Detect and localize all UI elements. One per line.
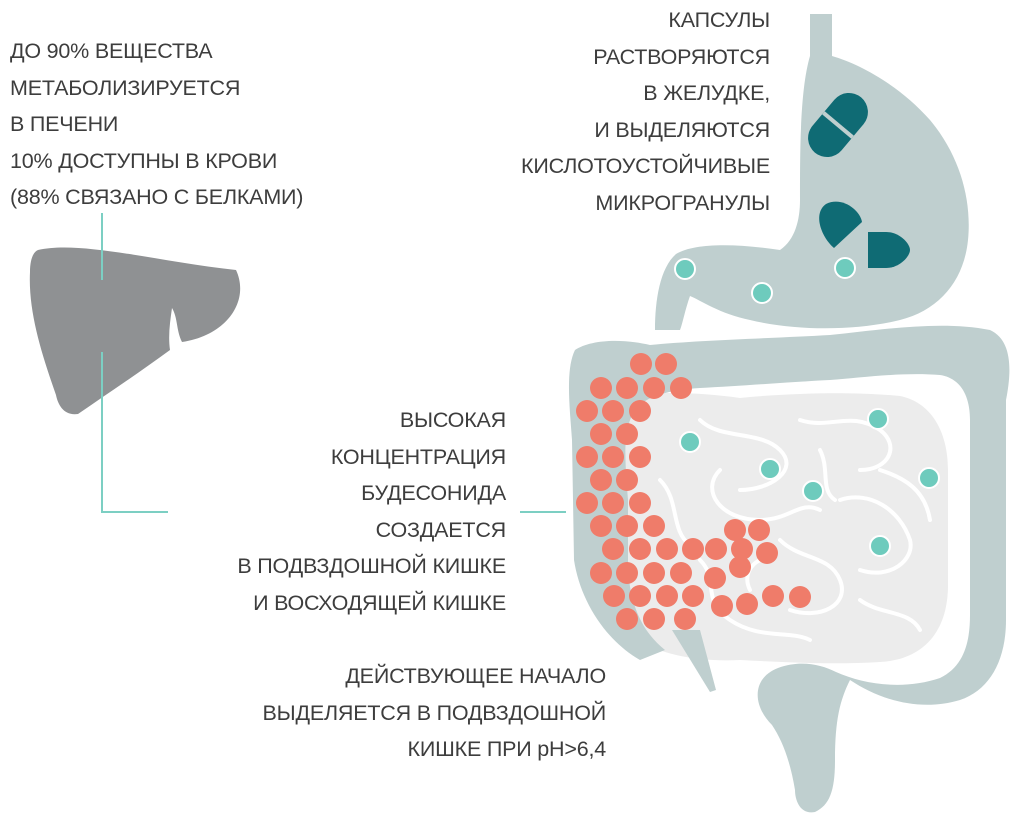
liver-icon [30, 247, 240, 414]
microgranule-dot [680, 432, 700, 452]
budesonide-dot [670, 377, 692, 399]
budesonide-dot [590, 423, 612, 445]
budesonide-dot [704, 567, 726, 589]
budesonide-dot [629, 538, 651, 560]
microgranule-dot [919, 468, 939, 488]
concentration-annotation-line: ВЫСОКАЯ [237, 402, 506, 439]
microgranule-dot [752, 283, 772, 303]
budesonide-dot [643, 377, 665, 399]
budesonide-dot [602, 492, 624, 514]
capsules-annotation-line: КИСЛОТОУСТОЙЧИВЫЕ [521, 148, 770, 185]
budesonide-dot [629, 492, 651, 514]
microgranule-dot [803, 481, 823, 501]
release-annotation-line: КИШКЕ ПРИ pH>6,4 [263, 731, 607, 768]
budesonide-dot [576, 446, 598, 468]
liver-annotation-line: ДО 90% ВЕЩЕСТВА [10, 33, 303, 70]
budesonide-dot [762, 585, 784, 607]
budesonide-dot [711, 595, 733, 617]
budesonide-dot [724, 519, 746, 541]
budesonide-dot [656, 538, 678, 560]
budesonide-dot [616, 423, 638, 445]
budesonide-dot [590, 515, 612, 537]
microgranule-dot [675, 259, 695, 279]
budesonide-dot [736, 593, 758, 615]
liver-annotation-line: 10% ДОСТУПНЫ В КРОВИ [10, 143, 303, 180]
concentration-annotation-line: КОНЦЕНТРАЦИЯ [237, 439, 506, 476]
budesonide-dot [789, 586, 811, 608]
capsules-annotation-line: РАСТВОРЯЮТСЯ [521, 39, 770, 76]
budesonide-dot [643, 608, 665, 630]
budesonide-dot [590, 562, 612, 584]
budesonide-dot [590, 469, 612, 491]
budesonide-dot [602, 538, 624, 560]
capsules-annotation-line: МИКРОГРАНУЛЫ [521, 185, 770, 222]
budesonide-dot [643, 515, 665, 537]
budesonide-dot [616, 515, 638, 537]
budesonide-dot [674, 608, 696, 630]
budesonide-dot [602, 446, 624, 468]
microgranule-dot [760, 459, 780, 479]
release-annotation-line: ВЫДЕЛЯЕТСЯ В ПОДВЗДОШНОЙ [263, 695, 607, 732]
budesonide-dot [670, 562, 692, 584]
budesonide-dot [748, 519, 770, 541]
liver-annotation-line: МЕТАБОЛИЗИРУЕТСЯ [10, 70, 303, 107]
budesonide-dot [682, 585, 704, 607]
budesonide-dot [656, 585, 678, 607]
liver-annotation-line: В ПЕЧЕНИ [10, 106, 303, 143]
budesonide-dot [643, 562, 665, 584]
concentration-annotation-line: И ВОСХОДЯЩЕЙ КИШКЕ [237, 585, 506, 622]
concentration-annotation-line: СОЗДАЕТСЯ [237, 512, 506, 549]
microgranule-dot [835, 258, 855, 278]
microgranule-dot [868, 409, 888, 429]
budesonide-dot [682, 538, 704, 560]
budesonide-dot [630, 353, 652, 375]
budesonide-dot [705, 538, 727, 560]
capsules-annotation-line: КАПСУЛЫ [521, 2, 770, 39]
concentration-annotation-line: В ПОДВЗДОШНОЙ КИШКЕ [237, 548, 506, 585]
budesonide-dot [729, 556, 751, 578]
budesonide-dot [590, 377, 612, 399]
budesonide-dot [629, 400, 651, 422]
capsules-annotation-line: В ЖЕЛУДКЕ, [521, 75, 770, 112]
release-annotation-line: ДЕЙСТВУЮЩЕЕ НАЧАЛО [263, 658, 607, 695]
budesonide-dot [602, 400, 624, 422]
microgranule-dot [870, 536, 890, 556]
budesonide-dot [629, 446, 651, 468]
budesonide-dot [616, 377, 638, 399]
liver-annotation-line: (88% СВЯЗАНО С БЕЛКАМИ) [10, 179, 303, 216]
budesonide-dot [756, 542, 778, 564]
budesonide-dot [616, 562, 638, 584]
budesonide-dot [616, 608, 638, 630]
budesonide-dot [616, 469, 638, 491]
budesonide-dot [629, 585, 651, 607]
budesonide-dot [576, 492, 598, 514]
budesonide-dot [655, 353, 677, 375]
capsules-annotation-line: И ВЫДЕЛЯЮТСЯ [521, 112, 770, 149]
concentration-annotation-line: БУДЕСОНИДА [237, 475, 506, 512]
budesonide-dot [576, 400, 598, 422]
budesonide-dot [603, 585, 625, 607]
